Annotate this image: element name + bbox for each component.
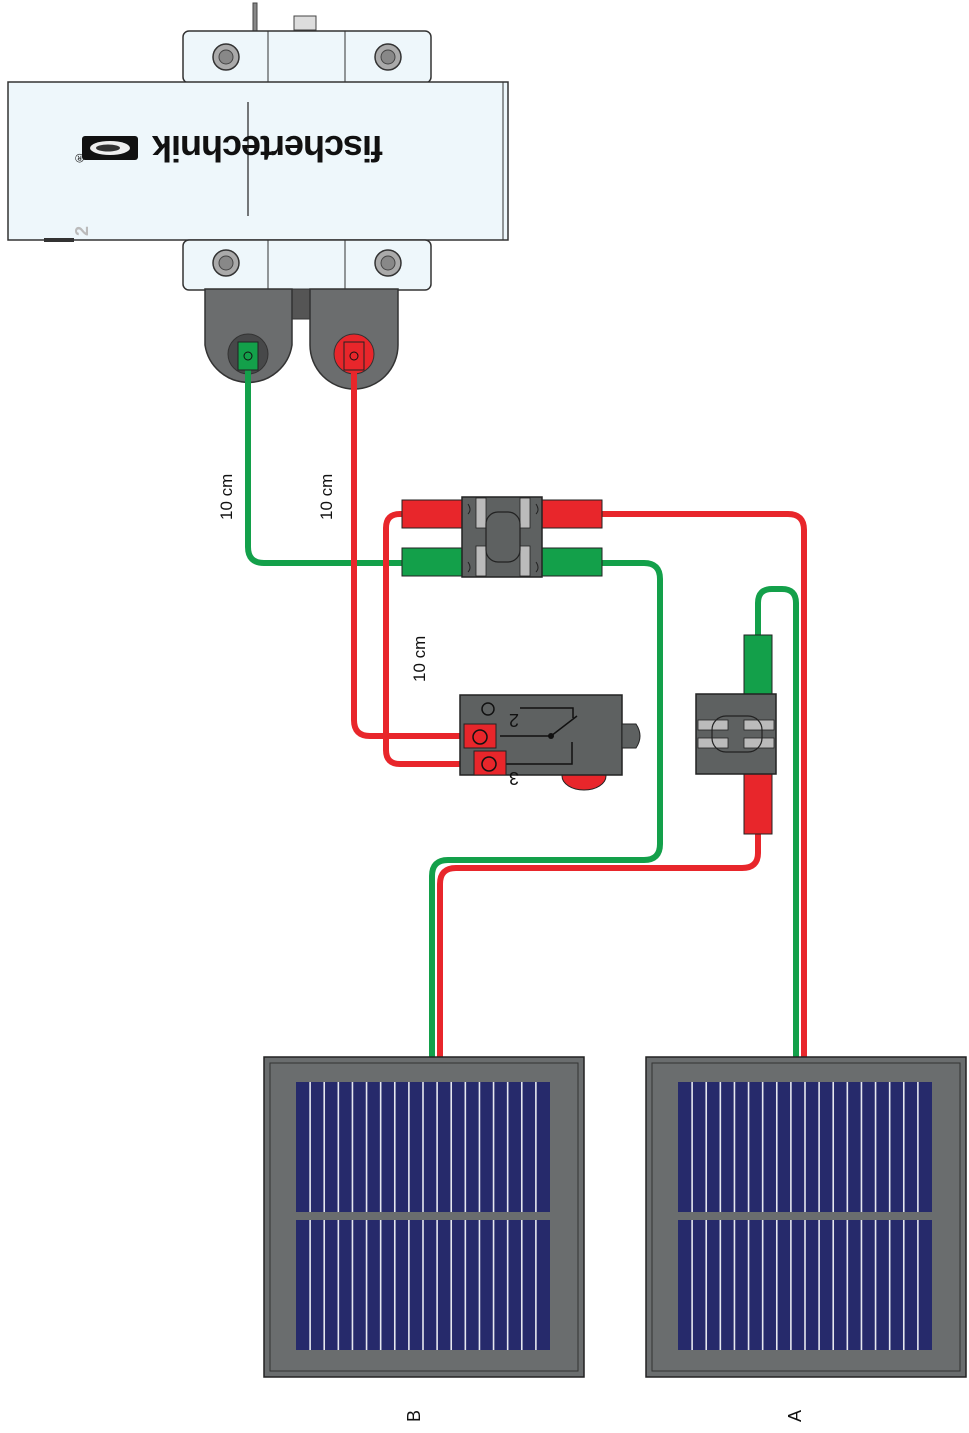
fish-logo-icon [82,136,138,160]
vertical-connector [695,634,777,835]
distributor-block [401,496,603,578]
cable-length-label: 10 cm [410,636,429,682]
push-switch: 2 3 [459,694,641,791]
panel-label-a: A [785,1410,805,1422]
wire-red-panel-a[interactable] [597,511,807,1061]
green-plug-vertical[interactable] [743,634,773,698]
green-plug-right[interactable] [539,547,603,577]
red-plug-left[interactable] [401,499,465,529]
motor-side-number: 2 [72,226,92,236]
solar-panel-a[interactable] [645,1056,967,1378]
wire-red-motor[interactable] [351,357,473,739]
motor: fischertechnik ® 2 [7,2,509,390]
green-plug-left[interactable] [401,547,465,577]
wires [245,357,807,1061]
switch-actuator[interactable] [621,723,641,749]
cable-length-label: 10 cm [317,474,336,520]
motor-plugs [237,341,365,371]
brand-text: fischertechnik [151,128,383,169]
wire-red-panel-b[interactable] [437,829,761,1061]
motor-body [7,81,509,241]
switch-terminal-label-lower: 3 [509,768,519,788]
panel-label-b: B [404,1410,424,1422]
motor-shaft [252,2,258,34]
wire-green-motor[interactable] [245,357,408,566]
wire-green-panel-b[interactable] [429,560,663,1061]
switch-terminal-label-upper: 2 [509,710,519,730]
wire-red-switch[interactable] [383,511,481,767]
green-plug-icon[interactable] [237,341,259,371]
wire-green-panel-a[interactable] [755,586,799,1061]
registered-mark: ® [75,151,84,165]
cable-length-label: 10 cm [217,474,236,520]
red-plug-icon[interactable] [343,341,365,371]
motor-shaft-collar [293,15,317,31]
red-plug-right[interactable] [539,499,603,529]
red-plug-vertical[interactable] [743,771,773,835]
brand-logo: fischertechnik ® [75,128,383,169]
vertical-connector-housing[interactable] [695,693,777,775]
solar-panel-b[interactable] [263,1056,585,1378]
